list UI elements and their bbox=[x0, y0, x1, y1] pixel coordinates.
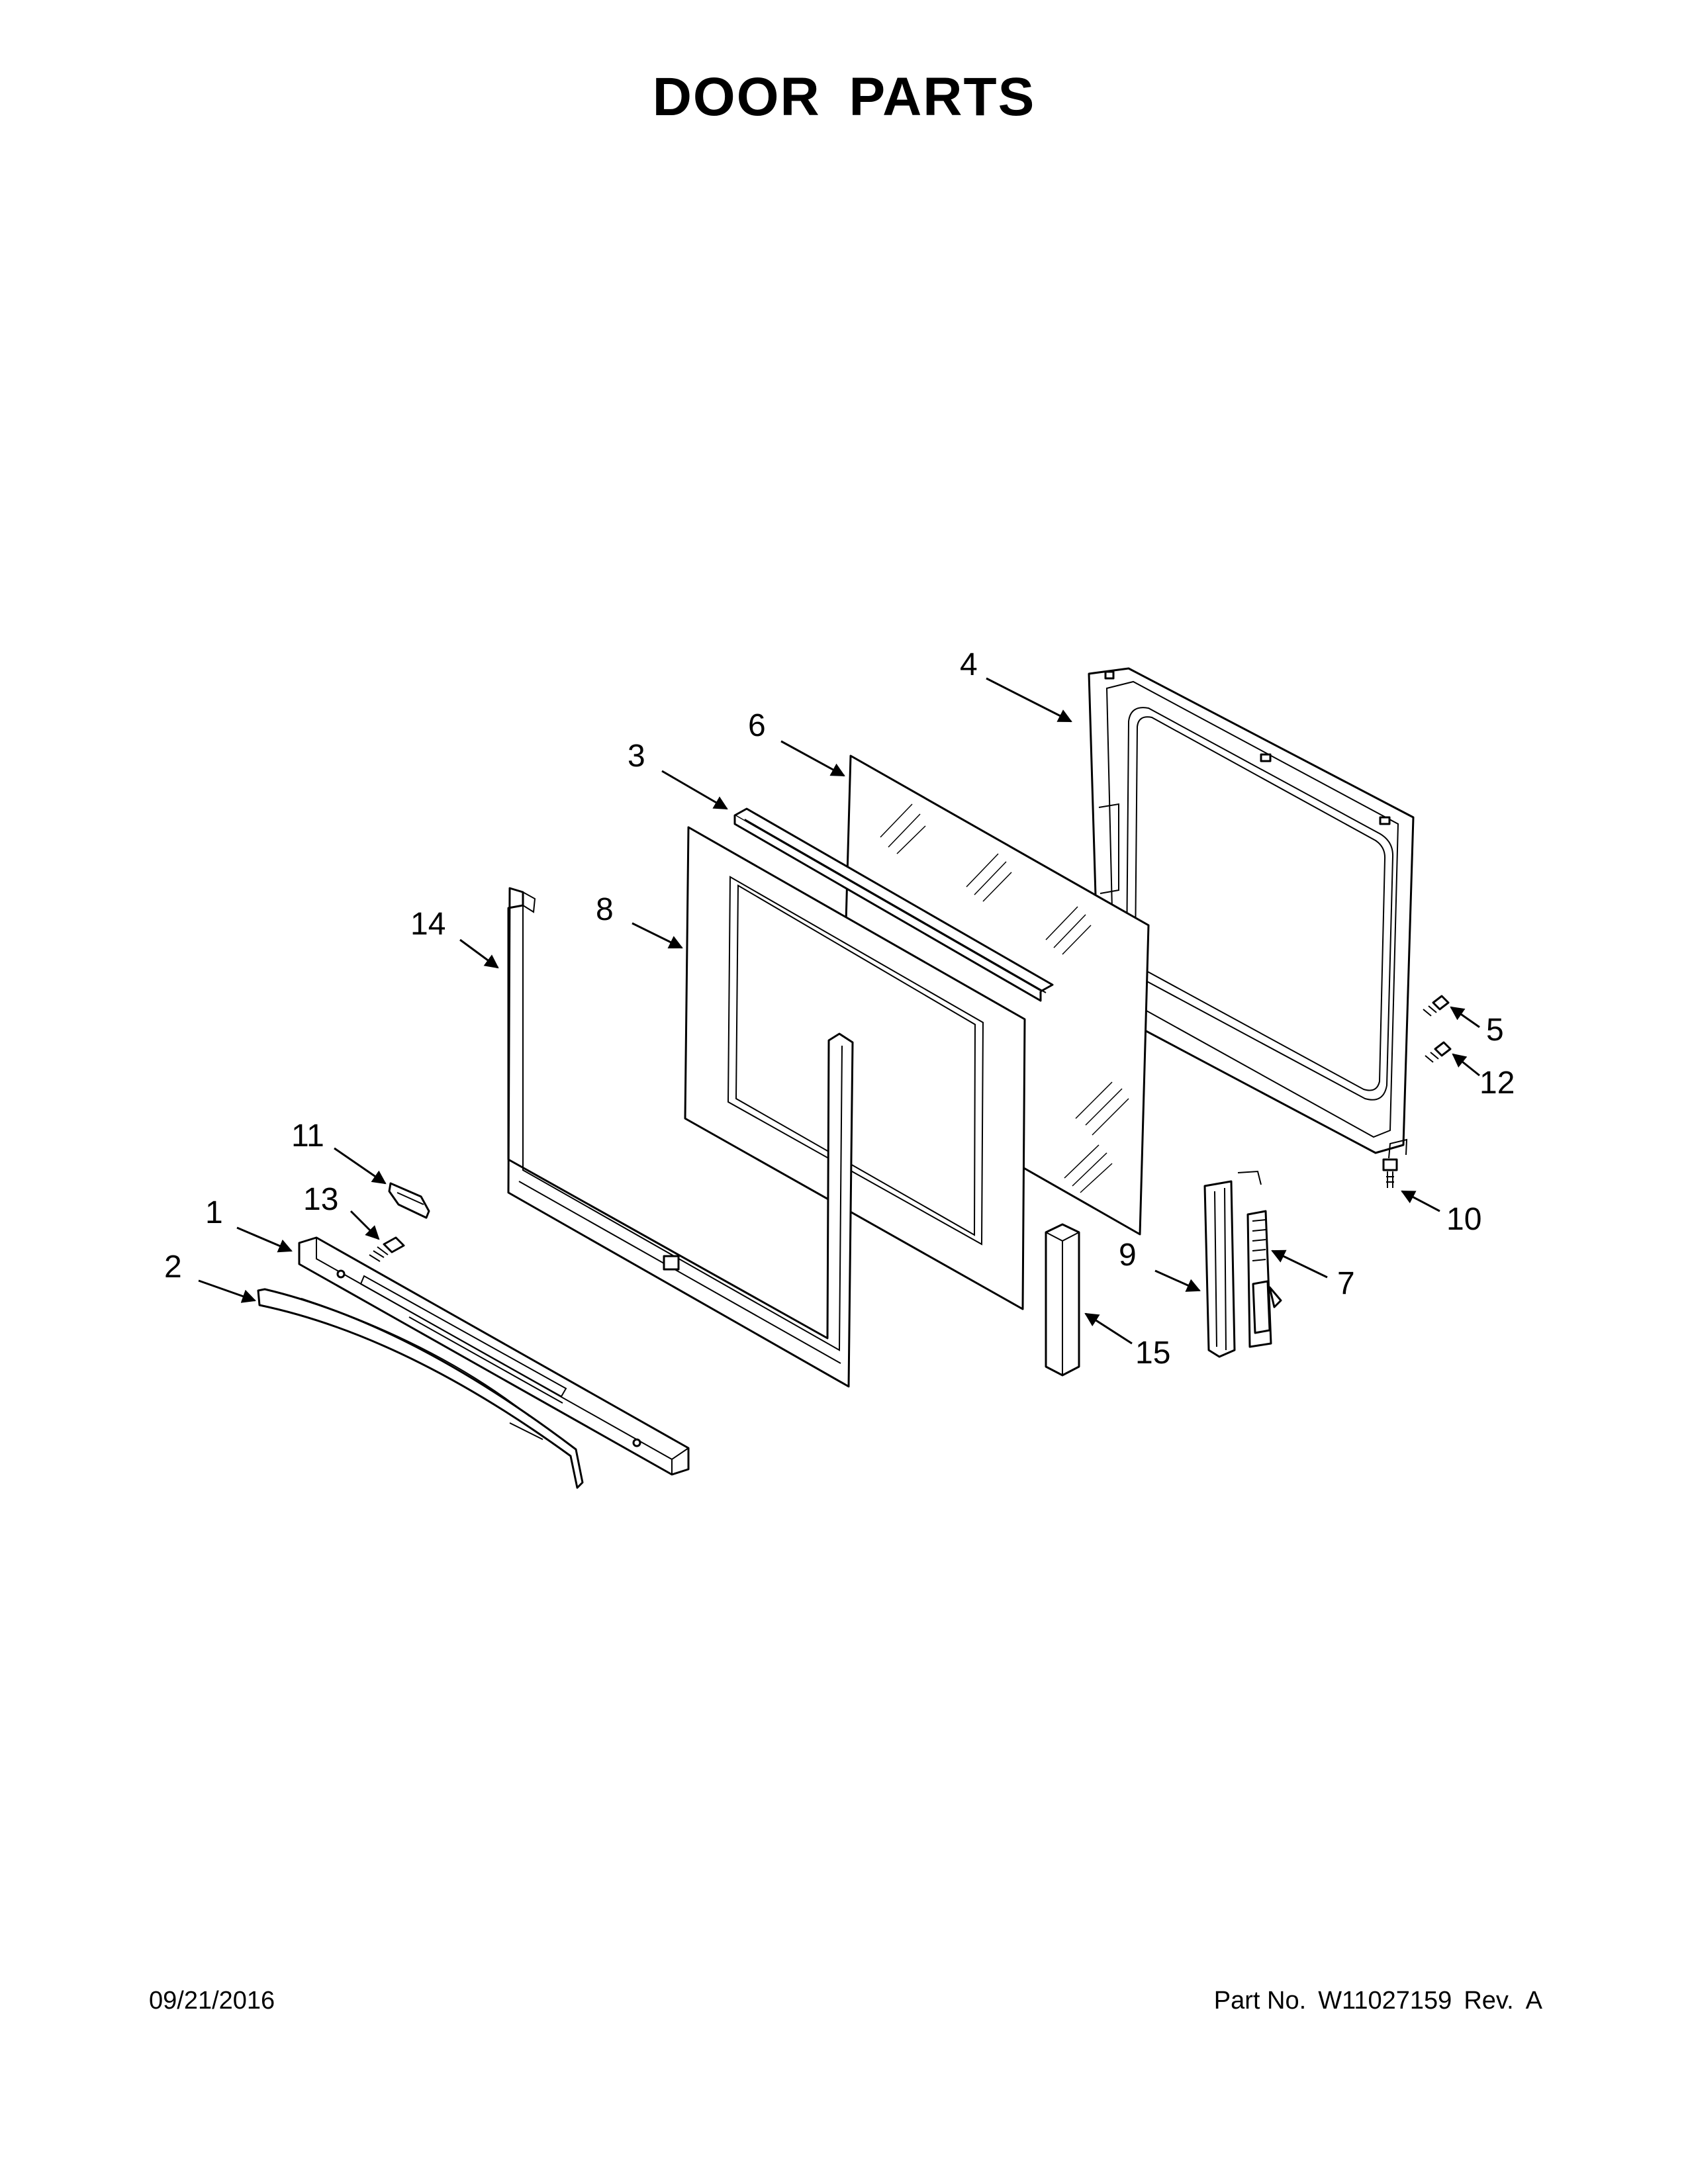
callout-5: 5 bbox=[1486, 1013, 1504, 1048]
part-9-hinge-receiver bbox=[1203, 1170, 1262, 1358]
rev-label: Rev. bbox=[1464, 1987, 1514, 2015]
callout-4: 4 bbox=[960, 647, 978, 682]
callout-10: 10 bbox=[1446, 1202, 1481, 1237]
part-11-bracket bbox=[388, 1182, 430, 1219]
callout-3: 3 bbox=[628, 739, 645, 774]
page-title: DOOR PARTS bbox=[652, 67, 1036, 127]
callout-7: 7 bbox=[1337, 1266, 1355, 1301]
part-number: W11027159 bbox=[1318, 1987, 1452, 2015]
callout-8: 8 bbox=[596, 892, 614, 927]
callout-15: 15 bbox=[1135, 1336, 1170, 1371]
footer-part-info: Part No. W11027159 Rev. A bbox=[1214, 1987, 1542, 2015]
callout-11: 11 bbox=[291, 1118, 324, 1154]
part-8-inner-glass bbox=[684, 826, 1026, 1310]
footer-date: 09/21/2016 bbox=[149, 1987, 275, 2015]
part-14-outer-door-panel bbox=[507, 887, 854, 1388]
callout-6: 6 bbox=[748, 708, 766, 743]
part-no-label: Part No. bbox=[1213, 1987, 1307, 2015]
part-10-screw bbox=[1382, 1158, 1398, 1188]
callout-9: 9 bbox=[1119, 1238, 1137, 1273]
leader-lines bbox=[198, 677, 1480, 1345]
part-7-hinge bbox=[1246, 1210, 1282, 1348]
part-1-handle-bar bbox=[298, 1236, 690, 1476]
callout-12: 12 bbox=[1479, 1066, 1515, 1101]
part-2-handle bbox=[257, 1288, 584, 1489]
part-3-retainer-strip bbox=[733, 807, 1054, 1002]
callout-13: 13 bbox=[303, 1182, 338, 1217]
part-5-screw bbox=[1423, 995, 1450, 1017]
callout-1: 1 bbox=[205, 1195, 223, 1230]
part-12-screw bbox=[1425, 1041, 1452, 1063]
part-15-channel bbox=[1045, 1223, 1080, 1377]
callout-14: 14 bbox=[410, 907, 445, 942]
revision: A bbox=[1525, 1987, 1542, 2015]
part-13-screw bbox=[369, 1236, 405, 1262]
callout-2: 2 bbox=[164, 1250, 182, 1285]
callout-labels: 4 6 3 8 14 5 12 10 7 9 15 11 13 1 2 bbox=[164, 647, 1515, 1371]
